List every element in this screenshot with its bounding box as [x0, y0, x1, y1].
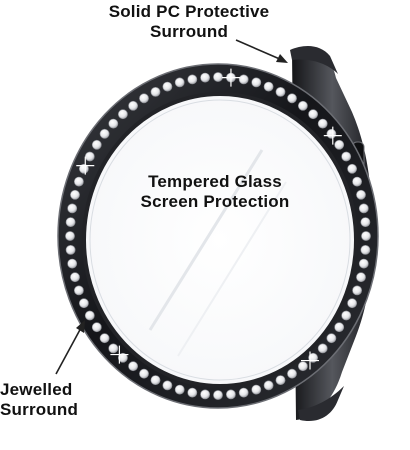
sparkle-glint — [323, 126, 342, 145]
rhinestone — [341, 151, 352, 162]
rhinestone — [65, 231, 75, 241]
rhinestone — [74, 285, 84, 296]
rhinestone — [79, 298, 89, 309]
rhinestone — [200, 72, 210, 83]
glass-reflection — [148, 149, 264, 331]
rhinestone — [360, 217, 371, 227]
rhinestone — [139, 368, 149, 379]
rhinestone — [187, 387, 198, 398]
rhinestone — [358, 258, 369, 269]
rhinestone — [308, 109, 318, 120]
rhinestone — [139, 93, 149, 104]
rhinestone — [174, 77, 185, 88]
case-bottom-lug — [298, 386, 344, 422]
protective-surround-line-1: Solid PC Protective — [108, 2, 270, 21]
sparkle-glint — [300, 351, 319, 370]
rhinestone-ring — [65, 68, 371, 400]
tempered-glass — [82, 92, 358, 388]
jewelled-surround-line-2: Surround — [0, 400, 79, 419]
rhinestone — [70, 189, 80, 200]
protective-surround-label: Solid PC Protective Surround — [84, 2, 294, 42]
glass-inner-edge — [89, 99, 351, 381]
rhinestone — [341, 310, 352, 321]
rhinestone — [334, 322, 345, 333]
rhinestone — [334, 139, 345, 150]
rhinestone — [67, 258, 78, 269]
rhinestone — [326, 128, 337, 139]
rhinestone — [70, 272, 80, 283]
rhinestone — [287, 93, 297, 104]
jewelled-surround-label: Jewelled Surround — [0, 380, 96, 420]
screen-protection-line-1: Tempered Glass — [148, 172, 282, 191]
rhinestone — [238, 74, 249, 85]
rhinestone — [361, 231, 371, 241]
rhinestone — [74, 176, 84, 187]
rhinestone — [187, 74, 198, 85]
rhinestone — [287, 368, 297, 379]
rhinestone — [213, 72, 223, 82]
bottom-arrow-icon — [55, 320, 85, 375]
rhinestone — [275, 375, 286, 385]
sparkle-glint — [110, 345, 129, 364]
rhinestone — [263, 380, 274, 391]
rhinestone — [360, 244, 371, 255]
rhinestone — [128, 361, 138, 372]
rhinestone — [225, 389, 236, 400]
rhinestone — [84, 310, 95, 321]
screen-protection-label: Tempered Glass Screen Protection — [115, 172, 315, 212]
rhinestone — [347, 163, 357, 174]
rhinestone — [352, 176, 362, 187]
rhinestone — [251, 384, 262, 395]
rhinestone — [356, 272, 366, 283]
rhinestone — [347, 298, 357, 309]
rhinestone — [65, 244, 76, 255]
rhinestone — [200, 389, 210, 400]
rhinestone — [91, 139, 102, 150]
rhinestone — [79, 163, 89, 174]
protective-surround-line-2: Surround — [149, 22, 229, 41]
rhinestone — [118, 352, 128, 363]
rhinestone — [128, 100, 138, 111]
rhinestone — [317, 118, 328, 129]
rhinestone — [263, 81, 274, 92]
top-arrow-icon — [235, 39, 288, 63]
glass-reflection-soft — [177, 181, 287, 357]
jewelled-surround-line-1: Jewelled — [0, 380, 73, 399]
rhinestone — [326, 333, 337, 344]
rhinestone — [356, 189, 366, 200]
rhinestone — [65, 217, 76, 227]
rhinestone — [162, 380, 173, 391]
rhinestone — [238, 387, 249, 398]
rhinestone — [84, 151, 95, 162]
rhinestone — [150, 87, 161, 97]
sparkle-glint — [221, 68, 240, 87]
screen-protection-line-2: Screen Protection — [140, 192, 290, 211]
rhinestone — [317, 343, 328, 354]
rhinestone — [297, 361, 308, 372]
rhinestone — [108, 118, 119, 129]
rhinestone — [118, 109, 128, 120]
rhinestone — [99, 333, 110, 344]
case-rim-highlight — [57, 63, 379, 409]
case-top-lug — [290, 46, 338, 74]
sparkle-glint — [76, 156, 95, 175]
rhinestone — [358, 203, 369, 214]
rhinestone — [150, 375, 161, 385]
rhinestone — [251, 77, 262, 88]
rhinestone — [162, 81, 173, 92]
rhinestone — [174, 384, 185, 395]
rhinestone — [275, 87, 286, 97]
rhinestone — [297, 100, 308, 111]
rhinestone — [213, 390, 223, 400]
rhinestone — [99, 128, 110, 139]
rhinestone — [352, 285, 362, 296]
rhinestone — [108, 343, 119, 354]
rhinestone — [91, 322, 102, 333]
rhinestone — [67, 203, 78, 214]
